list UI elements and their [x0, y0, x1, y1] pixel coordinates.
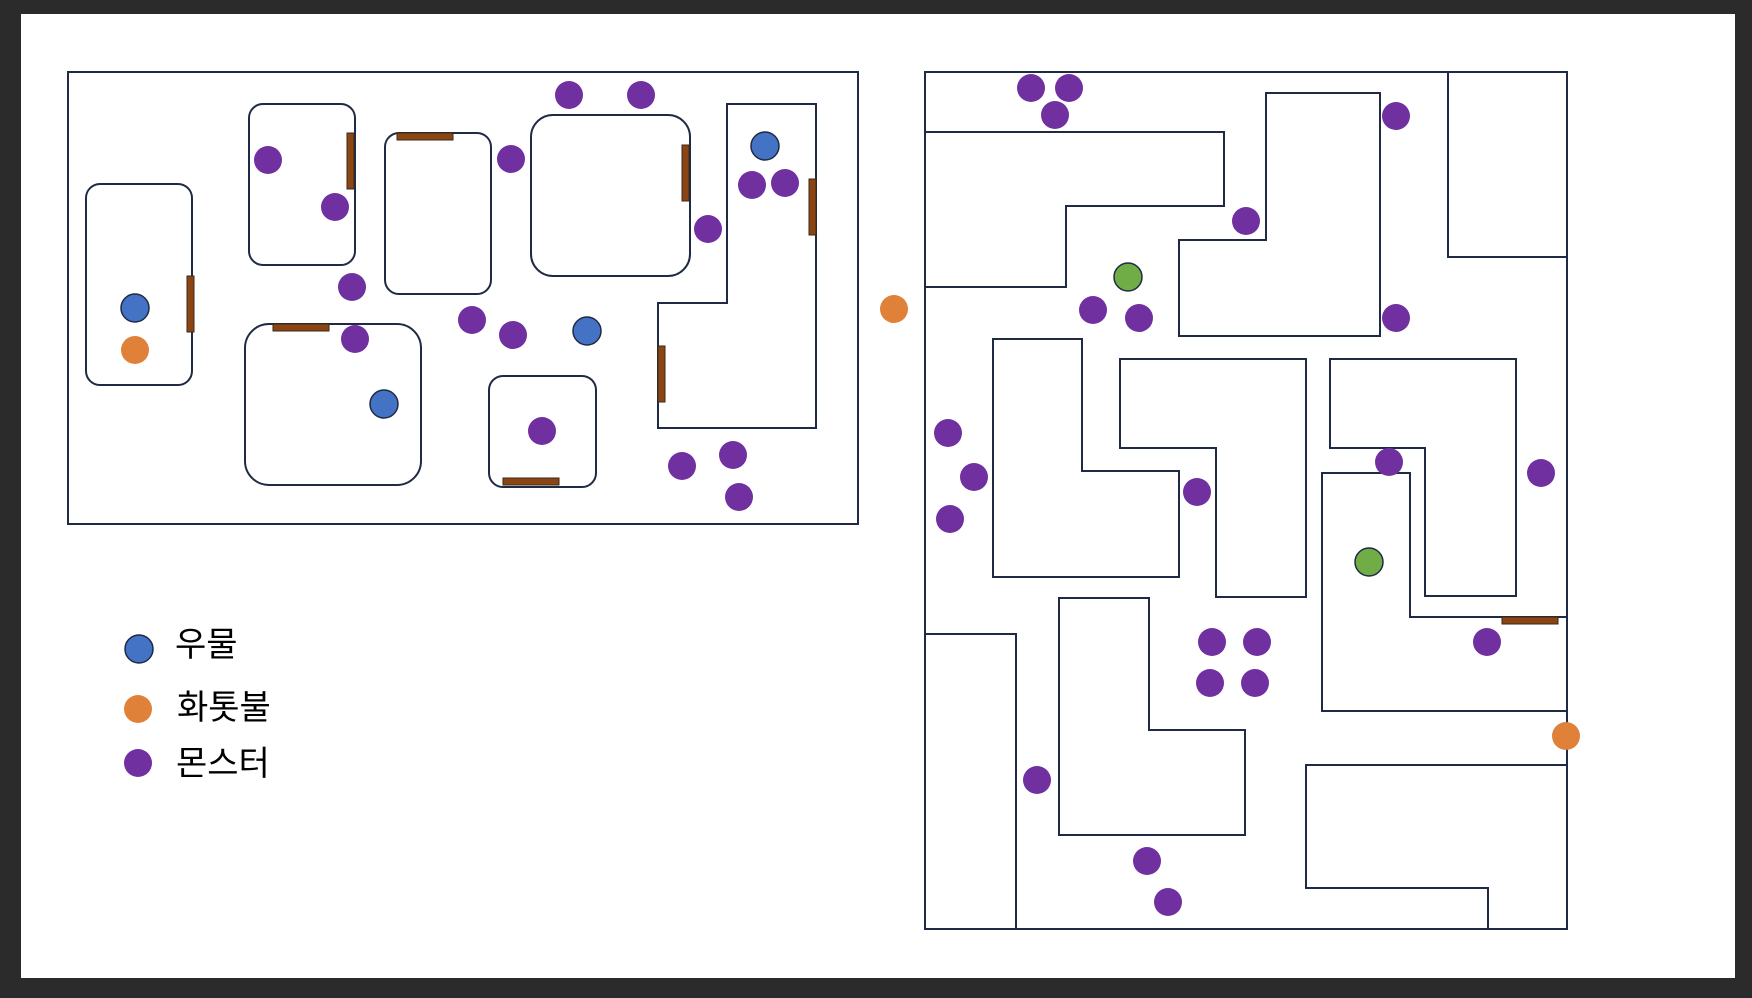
monster-marker: [719, 441, 747, 469]
well-marker: [369, 389, 399, 419]
left-map-boundary: [67, 71, 859, 525]
legend: 우물 화톳불 몬스터: [124, 625, 271, 784]
monster-marker: [1382, 304, 1410, 332]
monster-marker: [1154, 888, 1182, 916]
green-marker: [1354, 547, 1384, 577]
monster-marker: [1382, 102, 1410, 130]
room-l-shaped: [657, 103, 817, 429]
monster-marker: [771, 169, 799, 197]
campfires: [121, 295, 1580, 750]
monster-marker: [1241, 669, 1269, 697]
well-marker: [572, 316, 602, 346]
block-top-center: [1178, 92, 1381, 337]
monster-marker: [1527, 459, 1555, 487]
monster-marker: [1023, 766, 1051, 794]
monster-marker: [1125, 304, 1153, 332]
monster-marker: [1133, 847, 1161, 875]
monster-marker: [458, 306, 486, 334]
monster-marker: [1375, 448, 1403, 476]
monster-marker: [668, 452, 696, 480]
room-top-3: [530, 114, 691, 277]
door: [502, 477, 560, 486]
monster-marker: [694, 215, 722, 243]
monster-marker: [1473, 628, 1501, 656]
legend-item-monster: 몬스터: [124, 744, 270, 784]
block-mid-right-upper: [1329, 358, 1517, 597]
orange-circle-icon: [124, 695, 152, 723]
monster-marker: [738, 171, 766, 199]
monster-marker: [254, 146, 282, 174]
door: [1501, 616, 1559, 625]
wells: [120, 131, 780, 419]
well-marker: [120, 293, 150, 323]
canvas-background: [21, 14, 1735, 978]
monster-marker: [1196, 669, 1224, 697]
monster-marker: [1079, 296, 1107, 324]
block-mid-left: [992, 338, 1180, 578]
monster-marker: [528, 417, 556, 445]
monster-marker: [341, 325, 369, 353]
monster-marker: [555, 81, 583, 109]
block-mid-right-lower: [1321, 472, 1567, 712]
blue-circle-icon: [124, 634, 154, 664]
legend-item-campfire: 화톳불: [124, 688, 271, 728]
monster-marker: [338, 273, 366, 301]
monster-marker: [1055, 74, 1083, 102]
monster-marker: [627, 81, 655, 109]
green-markers: [1113, 262, 1384, 577]
room-bottom-2: [488, 375, 597, 488]
monster-marker: [497, 145, 525, 173]
wall-top-left: [925, 131, 1225, 288]
monster-marker: [1198, 628, 1226, 656]
left-map: [67, 71, 859, 525]
monster-marker: [936, 505, 964, 533]
block-mid-center: [1119, 358, 1307, 598]
door: [681, 144, 690, 202]
monster-marker: [499, 321, 527, 349]
monster-marker: [1243, 628, 1271, 656]
monster-marker: [1183, 478, 1211, 506]
door: [808, 178, 817, 236]
block-top-right: [1447, 72, 1567, 258]
campfire-marker: [121, 336, 149, 364]
monster-marker: [1232, 207, 1260, 235]
door: [186, 275, 195, 333]
room-top-1: [248, 103, 356, 266]
block-bottom-center: [1058, 597, 1246, 836]
block-bottom-right: [1305, 764, 1567, 929]
monster-marker: [1017, 74, 1045, 102]
green-marker: [1113, 262, 1143, 292]
monster-marker: [960, 463, 988, 491]
door: [657, 345, 666, 403]
campfire-marker: [1552, 722, 1580, 750]
doors: [186, 132, 1559, 625]
right-map-boundary: [924, 71, 1568, 930]
legend-item-well: 우물: [124, 625, 238, 665]
right-map: [924, 71, 1568, 930]
monster-marker: [725, 483, 753, 511]
purple-circle-icon: [124, 749, 152, 777]
monsters: [254, 74, 1555, 916]
monster-marker: [1041, 101, 1069, 129]
door: [396, 132, 454, 141]
well-marker: [750, 131, 780, 161]
room-bottom-1: [244, 323, 422, 486]
door: [346, 132, 355, 190]
door: [272, 323, 330, 332]
wall-bottom-left: [925, 633, 1017, 929]
monster-marker: [321, 193, 349, 221]
legend-label-campfire: 화톳불: [177, 688, 271, 728]
legend-label-monster: 몬스터: [176, 744, 270, 784]
campfire-marker: [880, 295, 908, 323]
monster-marker: [934, 419, 962, 447]
legend-label-well: 우물: [175, 625, 238, 665]
